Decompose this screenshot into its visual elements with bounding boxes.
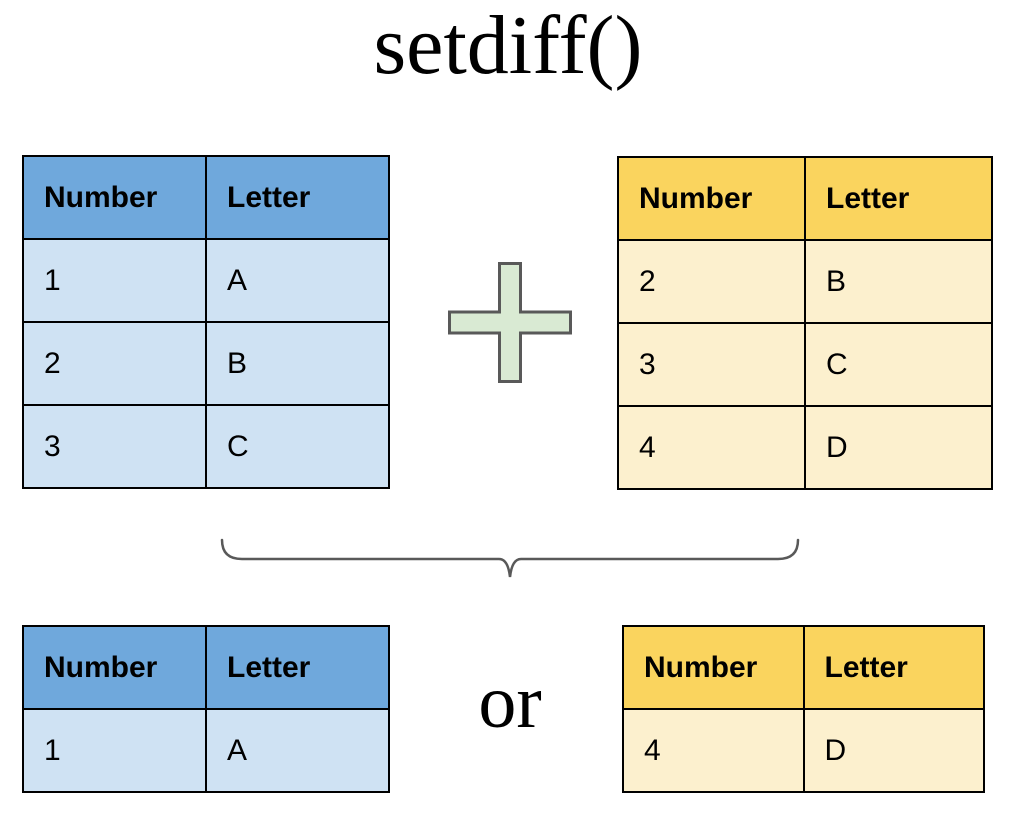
page-title: setdiff() <box>373 0 643 92</box>
cell-number: 3 <box>617 322 806 407</box>
cell-number: 3 <box>22 404 207 489</box>
column-header-letter: Letter <box>802 625 985 710</box>
table-row: 1 A <box>22 238 390 323</box>
cell-letter: A <box>205 238 390 323</box>
column-header-number: Number <box>617 156 806 241</box>
table-row: 4 D <box>622 708 985 793</box>
column-header-number: Number <box>622 625 805 710</box>
or-label: or <box>478 660 542 744</box>
cell-letter: C <box>205 404 390 489</box>
cell-number: 2 <box>22 321 207 406</box>
table-header-row: Number Letter <box>22 155 390 240</box>
cell-letter: B <box>804 239 993 324</box>
column-header-letter: Letter <box>205 625 390 710</box>
cell-letter: D <box>802 708 985 793</box>
table-header-row: Number Letter <box>617 156 993 241</box>
plus-icon <box>448 262 572 383</box>
cell-letter: D <box>804 405 993 490</box>
table-row: 3 C <box>617 322 993 407</box>
table-row: 1 A <box>22 708 390 793</box>
table-header-row: Number Letter <box>622 625 985 710</box>
result-table-right-yellow: Number Letter 4 D <box>622 625 985 793</box>
input-table-right-yellow: Number Letter 2 B 3 C 4 D <box>617 156 993 490</box>
cell-letter: B <box>205 321 390 406</box>
table-row: 3 C <box>22 404 390 489</box>
input-table-left-blue: Number Letter 1 A 2 B 3 C <box>22 155 390 489</box>
column-header-letter: Letter <box>804 156 993 241</box>
column-header-number: Number <box>22 155 207 240</box>
cell-letter: A <box>205 708 390 793</box>
cell-number: 2 <box>617 239 806 324</box>
result-table-left-blue: Number Letter 1 A <box>22 625 390 793</box>
cell-letter: C <box>804 322 993 407</box>
cell-number: 4 <box>617 405 806 490</box>
cell-number: 4 <box>622 708 805 793</box>
cell-number: 1 <box>22 708 207 793</box>
table-row: 4 D <box>617 405 993 490</box>
table-header-row: Number Letter <box>22 625 390 710</box>
column-header-number: Number <box>22 625 207 710</box>
curly-brace-icon <box>220 538 800 578</box>
column-header-letter: Letter <box>205 155 390 240</box>
table-row: 2 B <box>617 239 993 324</box>
table-row: 2 B <box>22 321 390 406</box>
cell-number: 1 <box>22 238 207 323</box>
